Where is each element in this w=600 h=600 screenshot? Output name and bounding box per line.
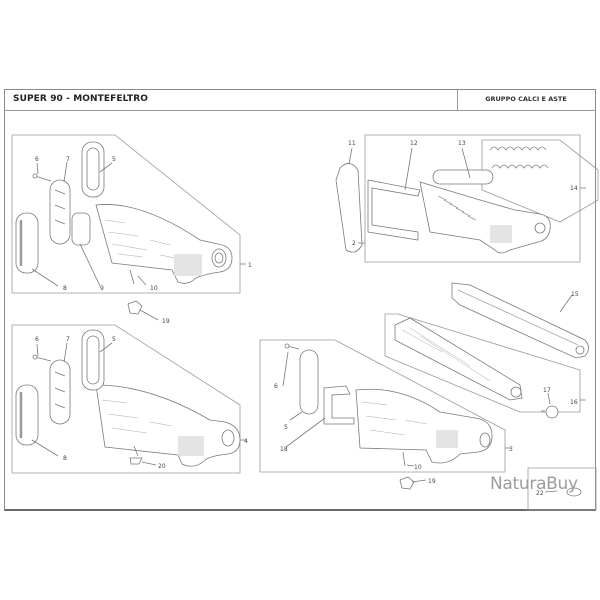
callout-10: 10 [414, 464, 422, 471]
sheet-header: SUPER 90 - MONTEFELTRO GRUPPO CALCI E AS… [5, 90, 595, 111]
callout-4: 4 [244, 438, 248, 445]
callout-13: 13 [458, 140, 466, 147]
callout-1: 1 [248, 262, 252, 269]
callout-labels: 1 2 3 4 5 5 5 6 6 6 7 7 8 8 9 10 10 11 1… [35, 140, 579, 497]
callout-12: 12 [410, 140, 418, 147]
callout-19: 19 [162, 318, 170, 325]
assembly-1-stock [11, 134, 246, 321]
part-22-icon [566, 487, 582, 497]
callout-5: 5 [284, 424, 288, 431]
callout-2: 2 [352, 240, 356, 247]
group-title: GRUPPO CALCI E ASTE [485, 95, 567, 103]
callout-15: 15 [571, 291, 579, 298]
callout-11: 11 [348, 140, 356, 147]
callout-14: 14 [570, 185, 578, 192]
parts-sheet: SUPER 90 - MONTEFELTRO GRUPPO CALCI E AS… [4, 89, 596, 511]
callout-7: 7 [66, 156, 70, 163]
header-divider [457, 90, 458, 110]
callout-19: 19 [428, 478, 436, 485]
callout-6: 6 [35, 156, 39, 163]
callout-20: 20 [158, 463, 166, 470]
callout-5: 5 [112, 156, 116, 163]
callout-7: 7 [66, 336, 70, 343]
callout-8: 8 [63, 285, 67, 292]
assembly-2-adjustable-stock [335, 134, 599, 263]
callout-10: 10 [150, 285, 158, 292]
callout-8: 8 [63, 455, 67, 462]
forend-assembly [384, 282, 589, 419]
callout-3: 3 [509, 446, 513, 453]
callout-9: 9 [100, 285, 104, 292]
callout-5: 5 [112, 336, 116, 343]
model-title: SUPER 90 - MONTEFELTRO [13, 94, 149, 104]
callout-16: 16 [570, 399, 578, 406]
callout-22: 22 [536, 490, 544, 497]
callout-6: 6 [35, 336, 39, 343]
assembly-3-stock [259, 339, 510, 490]
assembly-4-stock [11, 324, 246, 474]
callout-18: 18 [280, 446, 288, 453]
callout-6: 6 [274, 383, 278, 390]
naturabuy-watermark: NaturaBuy [490, 474, 578, 494]
callout-17: 17 [543, 387, 551, 394]
part-22-box [527, 467, 597, 511]
